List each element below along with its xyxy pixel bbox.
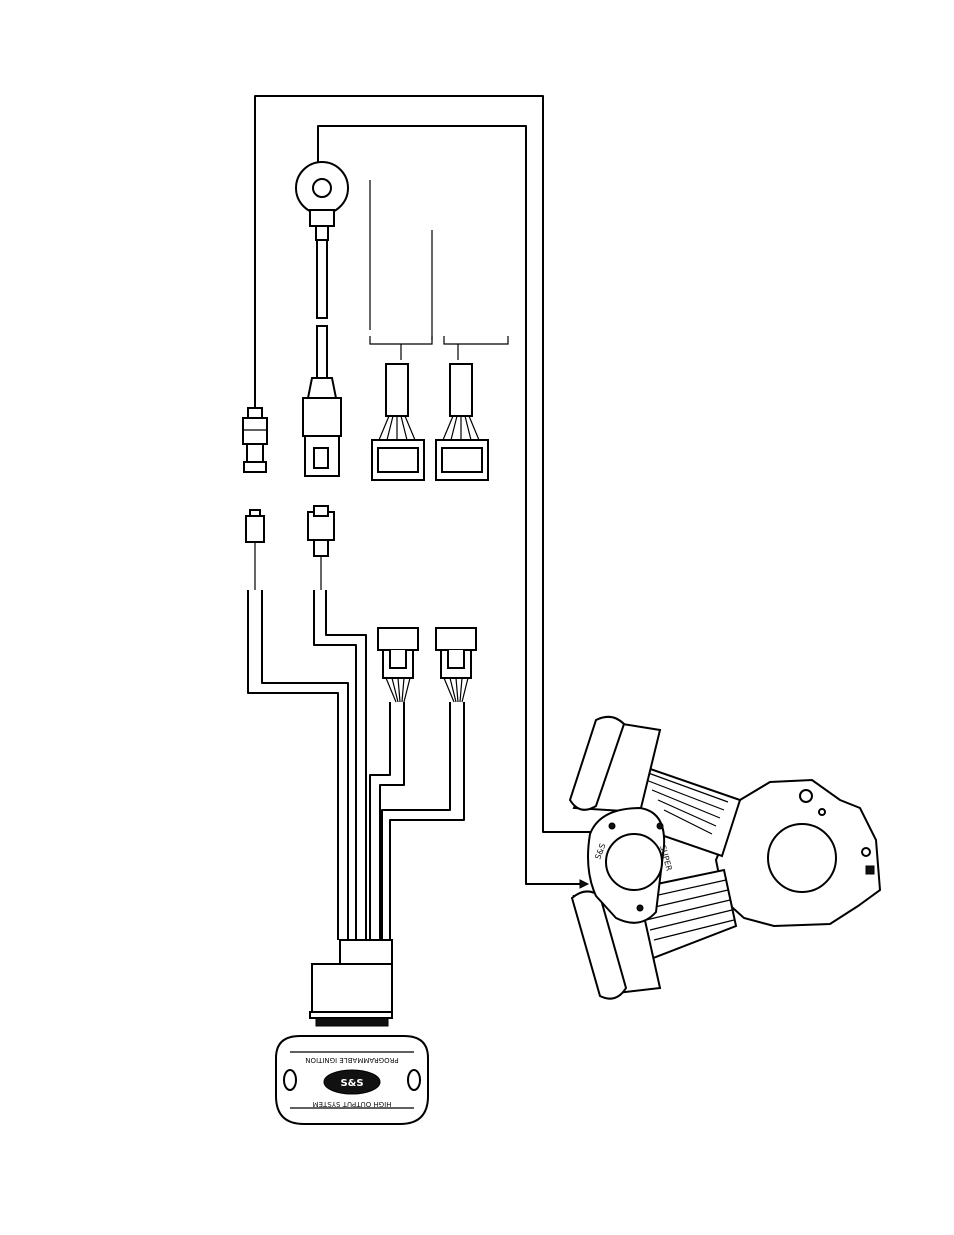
ignition-module: S&S PROGRAMMABLE IGNITION HIGH OUTPUT SY…	[276, 1036, 428, 1124]
coil-harness-plug-rear	[436, 628, 476, 702]
harness-bundle	[248, 590, 464, 940]
crank-position-sensor	[296, 162, 348, 476]
coil-lead-brackets	[370, 180, 508, 360]
module-logo: S&S	[340, 1078, 363, 1089]
v-twin-engine: S&S SUPER	[570, 717, 880, 999]
coil-connector-front	[372, 364, 424, 480]
sensor-lead-inner	[318, 126, 588, 888]
coil-connector-rear	[436, 364, 488, 480]
map-sensor	[243, 408, 267, 472]
coil-harness-plug-front	[378, 628, 418, 702]
module-connector	[310, 940, 392, 1026]
module-text-top: PROGRAMMABLE IGNITION	[305, 1056, 398, 1064]
module-text-bottom: HIGH OUTPUT SYSTEM	[313, 1100, 392, 1108]
crank-harness-plug	[308, 506, 334, 590]
map-harness-plug	[246, 510, 264, 590]
